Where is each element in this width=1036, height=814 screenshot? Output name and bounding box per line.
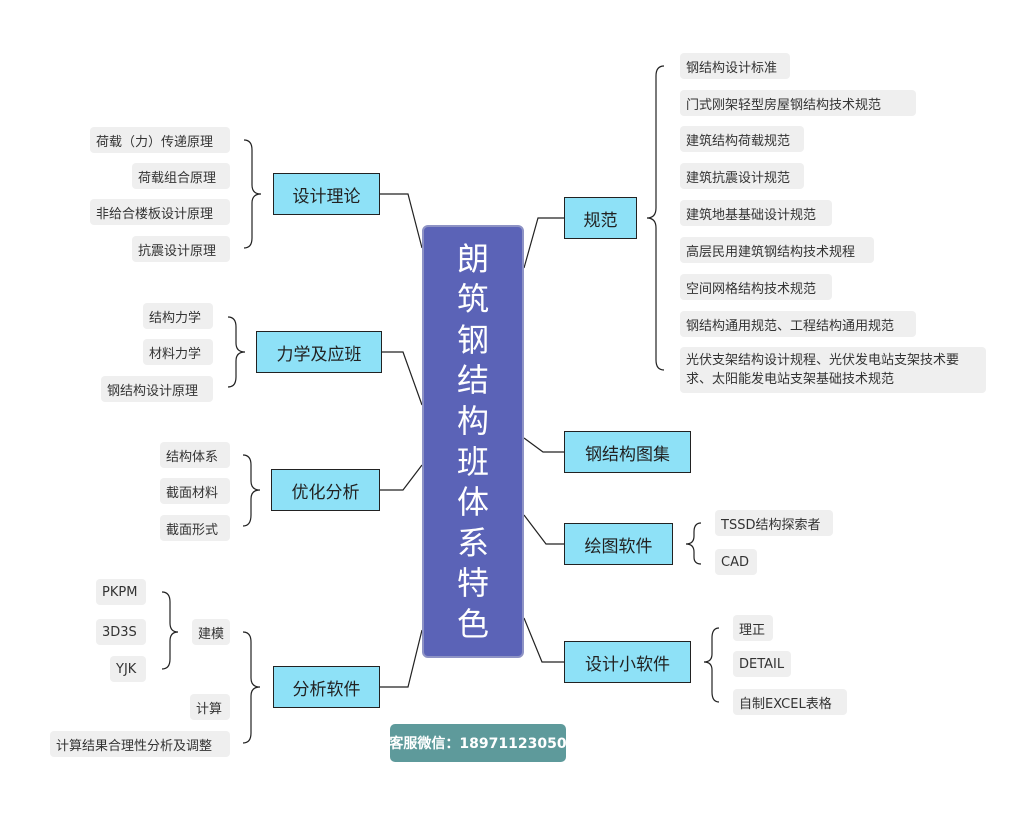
leaf-item: 钢结构设计原理 xyxy=(101,376,213,402)
leaf-item: 建筑地基基础设计规范 xyxy=(680,200,832,226)
leaf-item: TSSD结构探索者 xyxy=(715,510,833,536)
central-char: 系 xyxy=(456,523,489,562)
connector-line xyxy=(523,617,564,663)
topic-design-theory[interactable]: 设计理论 xyxy=(273,173,380,215)
brace xyxy=(242,631,261,744)
central-char: 色 xyxy=(456,604,489,643)
leaf-item: YJK xyxy=(110,656,146,682)
leaf-item: 理正 xyxy=(733,615,773,641)
leaf-item: 结构力学 xyxy=(143,303,213,329)
leaf-item: 光伏支架结构设计规程、光伏发电站支架技术要求、太阳能发电站支架基础技术规范 xyxy=(680,347,986,393)
connector-line xyxy=(523,437,564,453)
central-node: 朗 筑 钢 结 构 班 体 系 特 色 xyxy=(422,225,524,658)
brace xyxy=(227,316,246,388)
connector-line xyxy=(380,629,423,688)
connector-line xyxy=(382,351,423,406)
brace xyxy=(243,139,262,249)
leaf-item: 荷载组合原理 xyxy=(132,163,230,189)
central-char: 朗 xyxy=(456,239,489,278)
brace xyxy=(646,65,665,371)
leaf-item: CAD xyxy=(715,549,757,575)
leaf-item: 计算 xyxy=(190,694,230,720)
central-char: 构 xyxy=(456,401,489,440)
topic-steel-atlas[interactable]: 钢结构图集 xyxy=(564,431,691,473)
connector-line xyxy=(380,193,423,249)
brace xyxy=(703,627,720,703)
leaf-item: 截面材料 xyxy=(160,478,230,504)
leaf-item: DETAIL xyxy=(733,651,791,677)
central-char: 筑 xyxy=(456,280,489,319)
central-char: 钢 xyxy=(456,320,489,359)
central-char: 体 xyxy=(456,483,489,522)
topic-mechanics[interactable]: 力学及应班 xyxy=(256,331,382,373)
leaf-item: 门式刚架轻型房屋钢结构技术规范 xyxy=(680,90,916,116)
brace xyxy=(242,454,261,527)
leaf-item: 结构体系 xyxy=(160,442,230,468)
central-char: 班 xyxy=(456,442,489,481)
leaf-item: 建模 xyxy=(192,619,230,645)
connector-line xyxy=(523,217,564,269)
leaf-item: 空间网格结构技术规范 xyxy=(680,274,832,300)
leaf-item: 3D3S xyxy=(96,619,146,645)
leaf-item: 钢结构设计标准 xyxy=(680,53,790,79)
leaf-item: 钢结构通用规范、工程结构通用规范 xyxy=(680,311,916,337)
connector-line xyxy=(380,464,423,491)
brace xyxy=(161,591,179,670)
leaf-item: 抗震设计原理 xyxy=(132,236,230,262)
leaf-item: 非给合楼板设计原理 xyxy=(90,199,230,225)
topic-optimization[interactable]: 优化分析 xyxy=(271,469,380,511)
leaf-item: PKPM xyxy=(96,579,146,605)
leaf-item: 自制EXCEL表格 xyxy=(733,689,847,715)
topic-analysis-software[interactable]: 分析软件 xyxy=(273,666,380,708)
leaf-item: 截面形式 xyxy=(160,515,230,541)
leaf-item: 建筑抗震设计规范 xyxy=(680,163,804,189)
leaf-item: 建筑结构荷载规范 xyxy=(680,126,804,152)
topic-design-tools[interactable]: 设计小软件 xyxy=(564,641,691,683)
leaf-item: 计算结果合理性分析及调整 xyxy=(50,731,230,757)
connector-line xyxy=(523,514,564,545)
brace xyxy=(685,522,702,565)
leaf-item: 荷载（力）传递原理 xyxy=(90,127,230,153)
leaf-item: 材料力学 xyxy=(143,339,213,365)
contact-badge: 客服微信：18971123050 xyxy=(389,724,567,762)
central-char: 结 xyxy=(456,361,489,400)
central-char: 特 xyxy=(456,564,489,603)
topic-standards[interactable]: 规范 xyxy=(564,197,637,239)
leaf-item: 高层民用建筑钢结构技术规程 xyxy=(680,237,874,263)
topic-drawing-software[interactable]: 绘图软件 xyxy=(564,523,673,565)
